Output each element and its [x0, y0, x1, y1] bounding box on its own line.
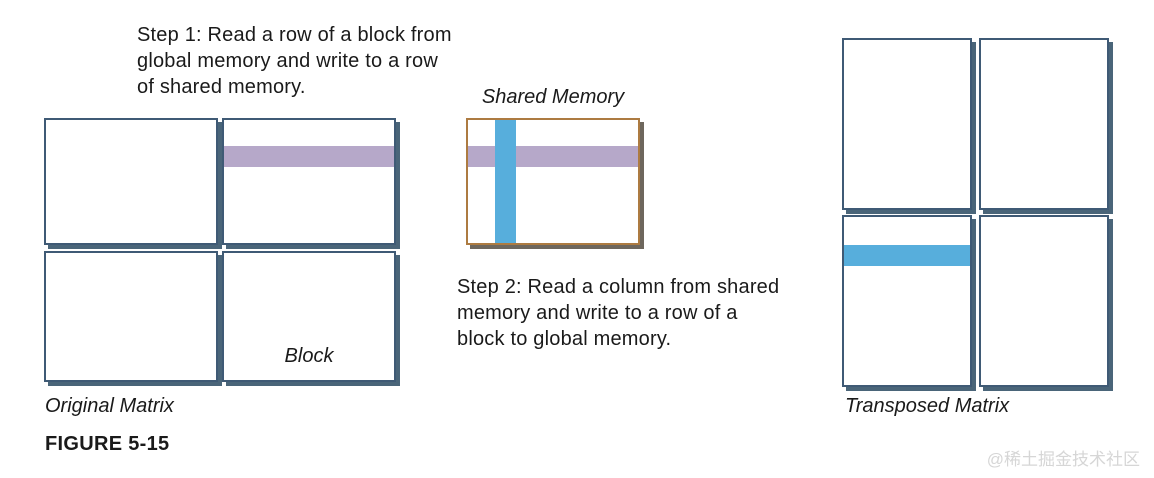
row-highlight — [224, 146, 394, 167]
row-highlight — [844, 245, 970, 266]
original-matrix-block-bottom-left — [44, 251, 218, 382]
block-label: Block — [284, 345, 334, 367]
original-matrix-block-bottom-right: Block — [222, 251, 396, 382]
original-matrix-label: Original Matrix — [45, 395, 174, 417]
transposed-matrix-block-bottom-left — [842, 215, 972, 387]
shared-memory-box — [466, 118, 640, 245]
step2-text: Step 2: Read a column from shared memory… — [457, 274, 779, 352]
step2-line-2: memory and write to a row of a — [457, 302, 738, 324]
column-highlight — [495, 120, 516, 243]
figure-caption: FIGURE 5-15 — [45, 433, 170, 455]
step1-line-3: of shared memory. — [137, 76, 306, 98]
step1-text: Step 1: Read a row of a block from globa… — [137, 22, 452, 100]
row-highlight — [468, 146, 638, 167]
step1-line-1: Step 1: Read a row of a block from — [137, 24, 452, 46]
watermark-text: @稀土掘金技术社区 — [986, 450, 1140, 469]
step2-line-3: block to global memory. — [457, 328, 672, 350]
step2-line-1: Step 2: Read a column from shared — [457, 276, 780, 298]
transposed-matrix-block-bottom-right — [979, 215, 1109, 387]
transposed-matrix-block-top-right — [979, 38, 1109, 210]
original-matrix-block-top-right — [222, 118, 396, 245]
step1-line-2: global memory and write to a row — [137, 50, 438, 72]
original-matrix-block-top-left — [44, 118, 218, 245]
transposed-matrix-block-top-left — [842, 38, 972, 210]
transposed-matrix-label: Transposed Matrix — [845, 395, 1010, 417]
shared-memory-label: Shared Memory — [481, 86, 625, 108]
